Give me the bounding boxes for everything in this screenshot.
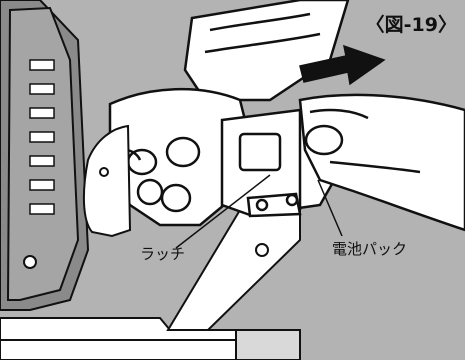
right-hand: [298, 93, 465, 232]
tool-handle: [82, 124, 132, 238]
figure-label: 〈図-19〉: [365, 14, 457, 36]
base-plate: [0, 317, 301, 360]
tool-housing: [0, 0, 90, 311]
callout-leaders: [175, 174, 343, 249]
arrow-right-icon: [299, 44, 386, 86]
latch-callout: ラッチ: [140, 245, 186, 263]
battery-pack-callout: 電池パック: [332, 240, 408, 258]
vent-grille: [29, 59, 55, 215]
left-hand: [108, 87, 252, 227]
